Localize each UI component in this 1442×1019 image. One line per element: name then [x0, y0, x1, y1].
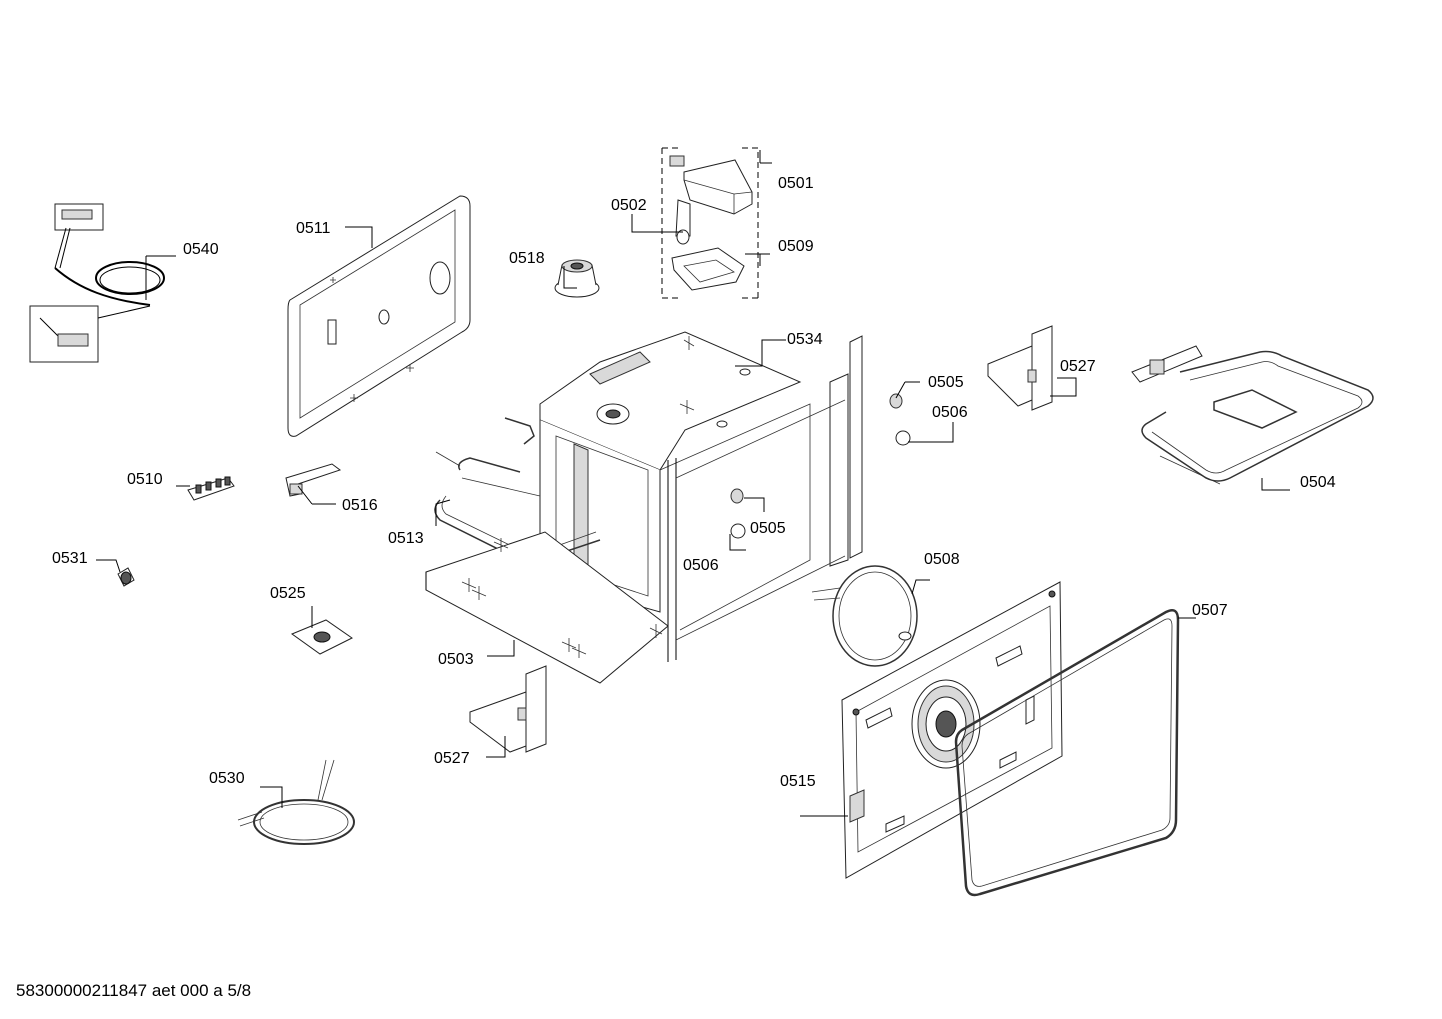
- part-label-0502: 0502: [611, 197, 647, 214]
- hinge-bracket-lower-drawing: [469, 665, 547, 753]
- part-label-0510: 0510: [127, 471, 163, 488]
- part-label-0531: 0531: [52, 550, 88, 567]
- door-seal-drawing: [954, 609, 1180, 897]
- bracket-part-drawing: [285, 463, 342, 497]
- square-pad-drawing: [290, 619, 353, 655]
- part-label-0508: 0508: [924, 551, 960, 568]
- part-label-0530: 0530: [209, 770, 245, 787]
- lamp-assembly-drawing: [661, 147, 759, 299]
- part-label-0527-upper: 0527: [1060, 358, 1096, 375]
- part-labels: 0501 0502 0503 0504 0505 0505 0506 0506 …: [52, 175, 1336, 790]
- part-label-0527-lower: 0527: [434, 750, 470, 767]
- document-footer-code: 58300000211847 aet 000 a 5/8: [16, 981, 252, 1000]
- part-label-0511: 0511: [296, 220, 331, 237]
- hinge-bracket-upper-drawing: [987, 325, 1053, 411]
- part-label-0515: 0515: [780, 773, 816, 790]
- leader-lines: [96, 150, 1290, 817]
- cable-drawing: [237, 759, 355, 845]
- bottom-plate-drawing: [425, 531, 669, 684]
- small-knob-drawing: [117, 567, 135, 587]
- grill-element-drawing: [1131, 345, 1374, 485]
- lamp-socket-lower-drawing: [730, 488, 746, 539]
- rear-fan-panel-drawing: [841, 581, 1063, 879]
- part-label-0506-lower: 0506: [683, 557, 719, 574]
- part-label-0513: 0513: [388, 530, 424, 547]
- part-label-0540: 0540: [183, 241, 219, 258]
- part-label-0518: 0518: [509, 250, 545, 267]
- part-label-0503: 0503: [438, 651, 474, 668]
- part-label-0509: 0509: [778, 238, 814, 255]
- lamp-socket-upper-drawing: [889, 393, 911, 446]
- part-label-0534: 0534: [787, 331, 823, 348]
- part-label-0505-upper: 0505: [928, 374, 964, 391]
- part-label-0501: 0501: [778, 175, 814, 192]
- knob-part-drawing: [554, 259, 600, 298]
- part-label-0516: 0516: [342, 497, 378, 514]
- part-label-0525: 0525: [270, 585, 306, 602]
- part-label-0506-upper: 0506: [932, 404, 968, 421]
- part-label-0505-lower: 0505: [750, 520, 786, 537]
- circular-heating-element-drawing: [811, 565, 918, 667]
- part-label-0507: 0507: [1192, 602, 1228, 619]
- part-label-0504: 0504: [1300, 474, 1336, 491]
- terminal-block-drawing: [187, 476, 235, 501]
- temperature-sensor-drawing: [29, 203, 165, 363]
- rear-wall-panel-drawing: [287, 195, 471, 437]
